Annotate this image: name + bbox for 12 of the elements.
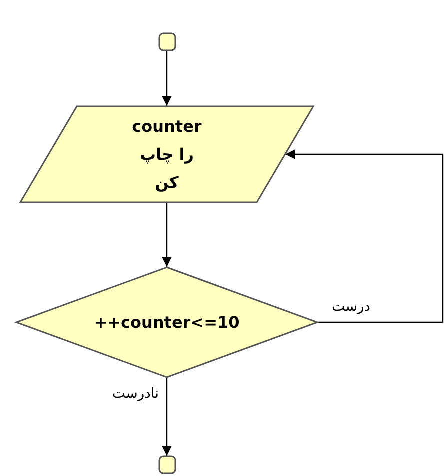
arrow — [162, 378, 172, 456]
edge-label: نادرست — [112, 386, 159, 402]
terminal-box — [158, 456, 176, 474]
arrow — [286, 150, 444, 324]
condition-text: ++counter<=10 — [94, 313, 240, 332]
output-parallelogram — [20, 106, 314, 203]
arrow — [162, 203, 172, 267]
terminal-box — [158, 33, 176, 51]
node-text: counter را چاپ کن — [131, 116, 203, 194]
arrow — [162, 51, 172, 106]
edge-label: درست — [332, 298, 370, 314]
decision-diamond — [16, 267, 318, 378]
